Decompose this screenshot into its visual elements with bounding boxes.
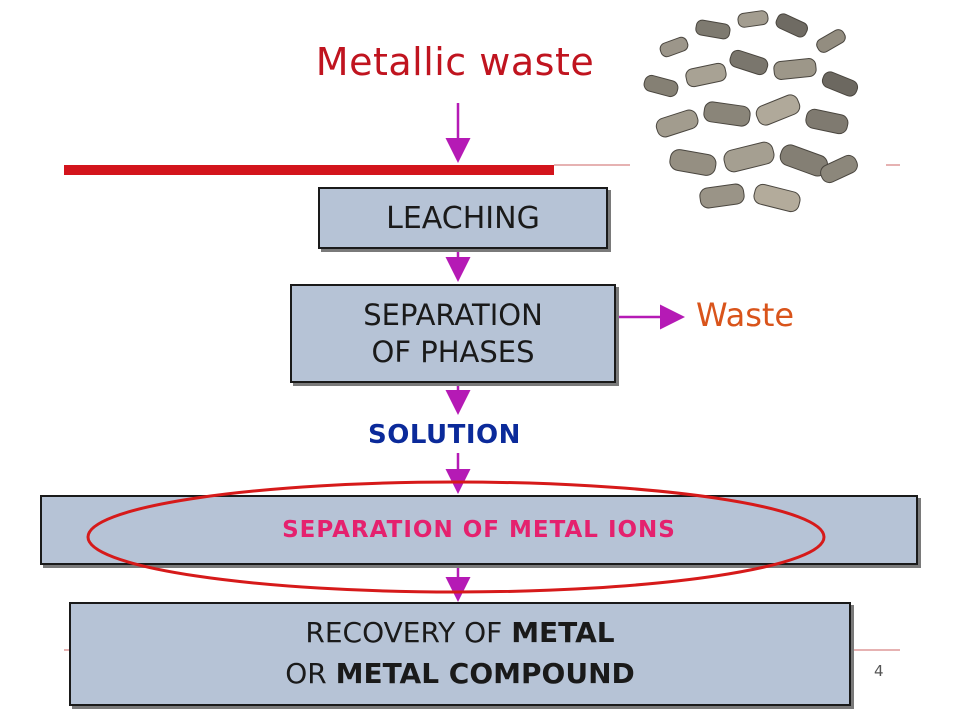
step-ions-label: SEPARATION OF METAL IONS [282,517,676,543]
step-separation-of-metal-ions: SEPARATION OF METAL IONS [40,495,918,565]
recovery-line1-text: RECOVERY OF [305,616,512,650]
waste-label: Waste [696,296,795,334]
diagram-title: Metallic waste [315,40,595,84]
step-leaching-label: LEACHING [386,200,540,236]
step-recovery-line2: OR METAL COMPOUND [285,654,635,695]
metal-scrap-photo [630,0,886,226]
step-leaching: LEACHING [318,187,608,249]
recovery-line1-bold: METAL [511,616,615,650]
step-recovery-line1: RECOVERY OF METAL [305,613,614,654]
step-recovery: RECOVERY OF METAL OR METAL COMPOUND [69,602,851,706]
step-separation-of-phases: SEPARATION OF PHASES [290,284,616,383]
recovery-line2-text: OR [285,657,336,690]
solution-label: SOLUTION [368,420,521,450]
scrap-pile-illustration [643,10,859,213]
step-separation-line1: SEPARATION [363,298,543,333]
step-separation-line2: OF PHASES [371,334,535,369]
page-number: 4 [874,662,884,680]
recovery-line2-bold: METAL COMPOUND [335,657,635,690]
accent-bar [64,165,554,175]
